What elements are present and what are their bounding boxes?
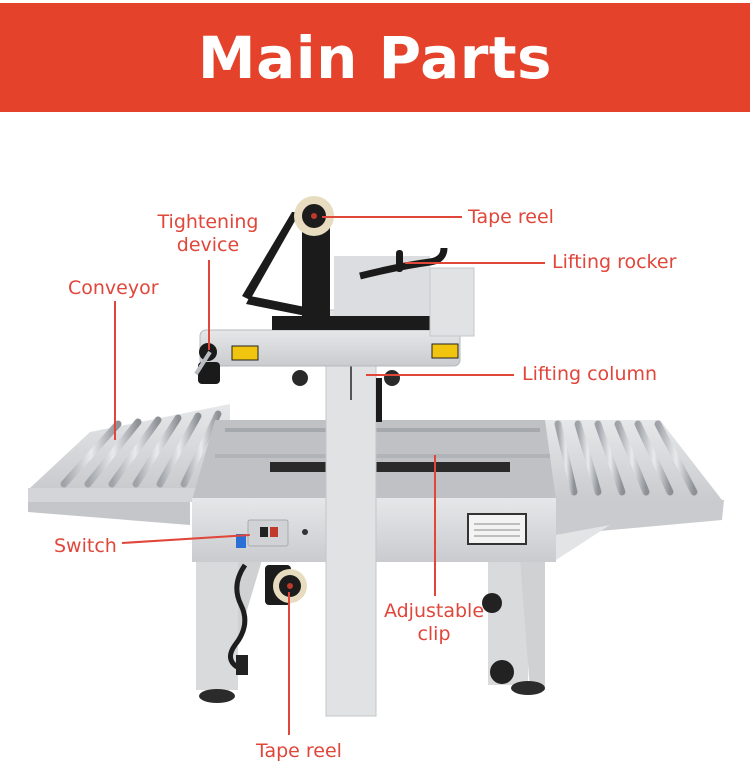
label-text-line-1: Adjustable: [383, 600, 485, 622]
label-tape-reel-top: Tape reel: [468, 206, 554, 229]
title-banner: Main Parts: [0, 3, 750, 112]
label-adjustable-clip: Adjustable clip: [378, 600, 490, 646]
figure-stage: Tape reel Tightening device Lifting rock…: [0, 112, 750, 773]
label-text-line-1: Tightening: [157, 211, 259, 233]
leader-line-lifting-rocker: [405, 262, 545, 264]
label-switch: Switch: [54, 535, 117, 558]
label-lifting-rocker: Lifting rocker: [552, 251, 676, 274]
left-conveyor: [28, 404, 232, 525]
leader-line-conveyor: [114, 301, 116, 440]
label-text: Conveyor: [68, 277, 159, 299]
label-text: Lifting column: [522, 363, 658, 385]
leader-line-tightening-device: [208, 260, 210, 350]
leader-line-adjustable-clip: [434, 455, 436, 596]
machine-legs: [196, 560, 545, 703]
leader-line-tape-reel-top: [322, 216, 462, 218]
upper-tape-head: [194, 196, 475, 422]
label-tightening-device: Tightening device: [152, 211, 264, 257]
label-text: Tape reel: [468, 206, 554, 228]
lifting-column: [325, 309, 377, 717]
label-text-line-2: device: [176, 234, 240, 256]
leader-line-lifting-column: [366, 374, 514, 376]
label-text: Lifting rocker: [552, 251, 677, 273]
right-conveyor: [540, 420, 724, 560]
label-conveyor: Conveyor: [68, 277, 159, 300]
label-tape-reel-bottom: Tape reel: [256, 740, 342, 763]
label-text: Tape reel: [256, 740, 342, 762]
label-lifting-column: Lifting column: [522, 363, 657, 386]
carton-sealing-machine-illustration: [28, 196, 724, 717]
leader-line-tape-reel-bottom: [288, 592, 290, 735]
label-text-line-2: clip: [417, 623, 451, 645]
banner-title: Main Parts: [197, 23, 553, 92]
label-text: Switch: [54, 535, 117, 557]
